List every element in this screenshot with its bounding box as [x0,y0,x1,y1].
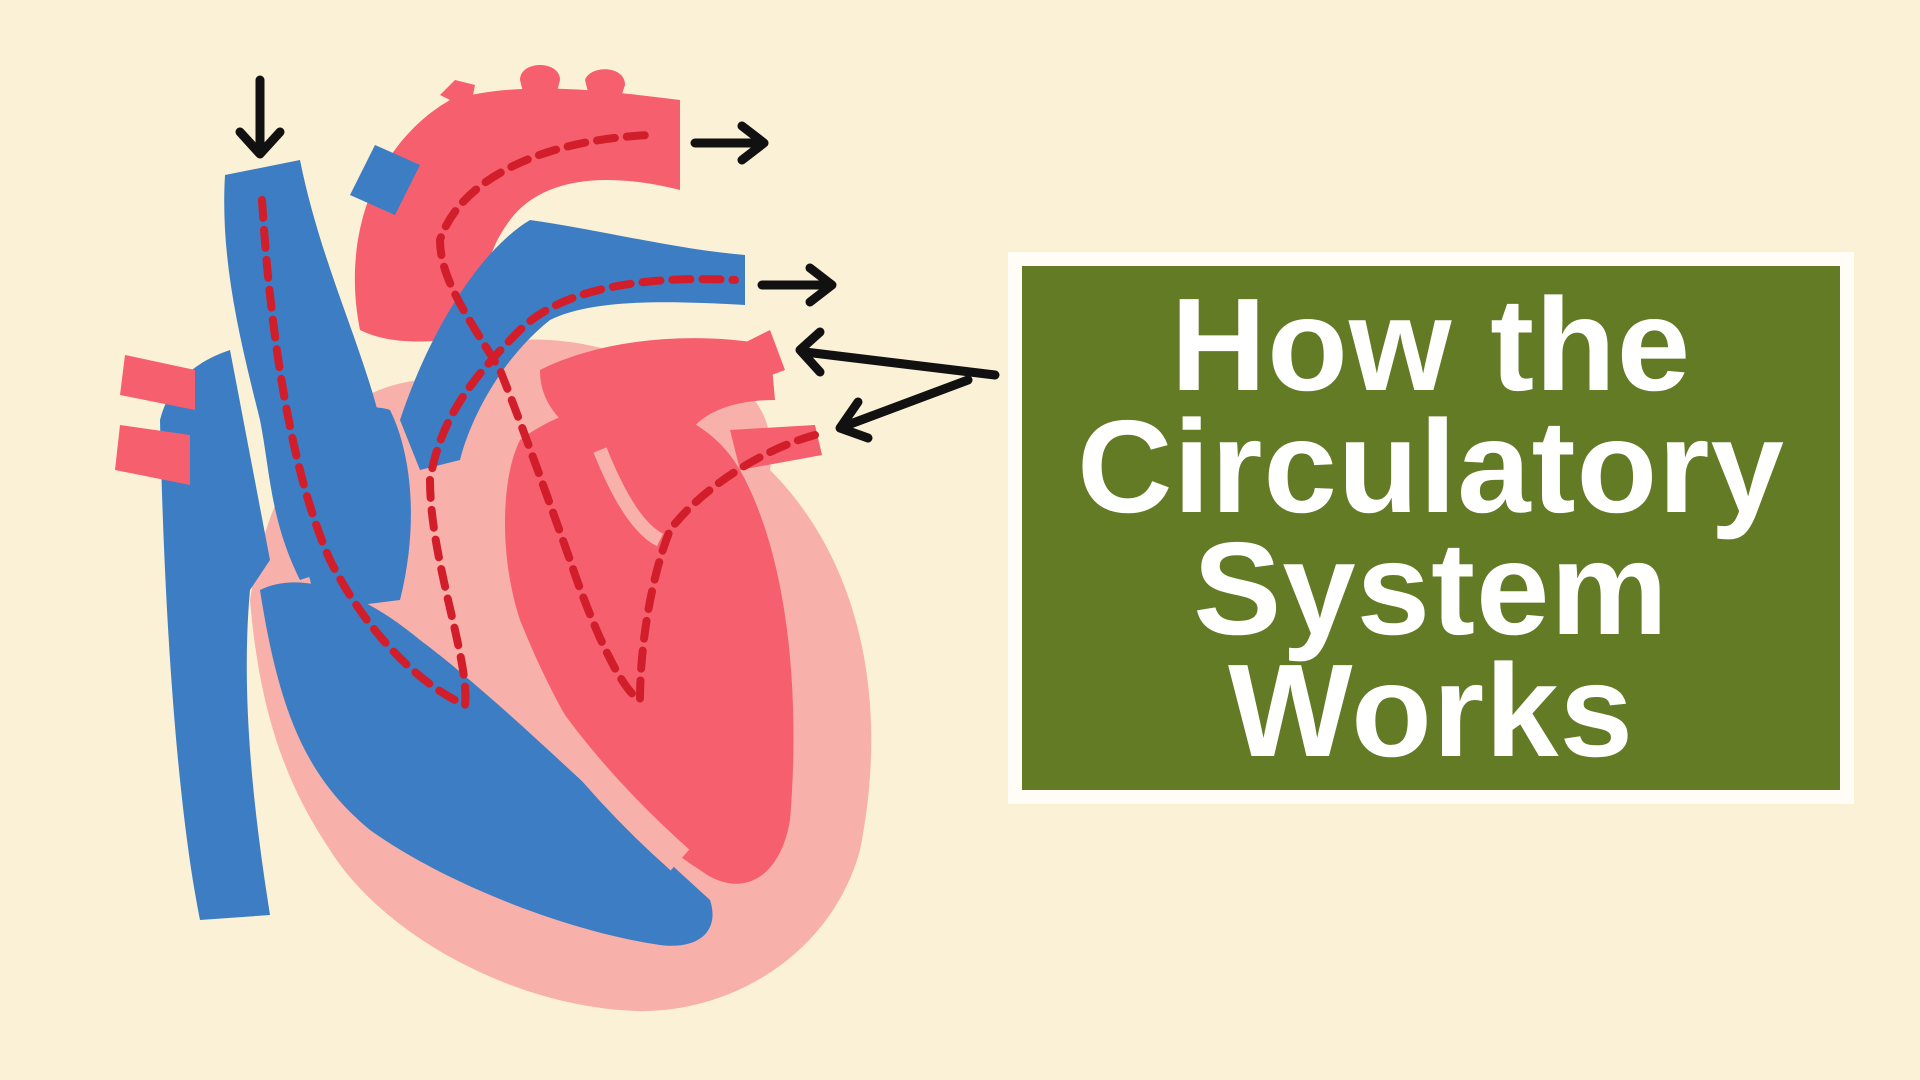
title-line-3: System [1193,515,1669,662]
septum [477,613,690,871]
aorta-branch-1 [440,80,475,110]
title-card-inner: How the Circulatory System Works [1022,266,1840,790]
left-ventricle [505,404,794,884]
title-card: How the Circulatory System Works [1008,252,1854,804]
aorta-branch-2 [520,65,560,100]
arrow-icon [235,75,1000,443]
side-artery-upper [120,355,195,410]
side-artery-lower [115,425,190,485]
inferior-vena-cava [160,350,270,920]
pulmonary-branch [350,145,420,215]
flow-path-right [258,196,739,711]
right-ventricle [260,582,713,946]
flow-path-left [435,131,819,707]
right-atrium [298,407,411,610]
valve-left [593,447,664,547]
aorta [354,88,680,342]
pulmonary-vein-upper [740,330,785,385]
aorta-branch-3 [585,69,625,100]
title-line-1: How the [1170,271,1692,418]
title-line-4: Works [1227,637,1635,784]
left-atrium [540,338,775,450]
title-line-2: Circulatory [1077,393,1785,540]
